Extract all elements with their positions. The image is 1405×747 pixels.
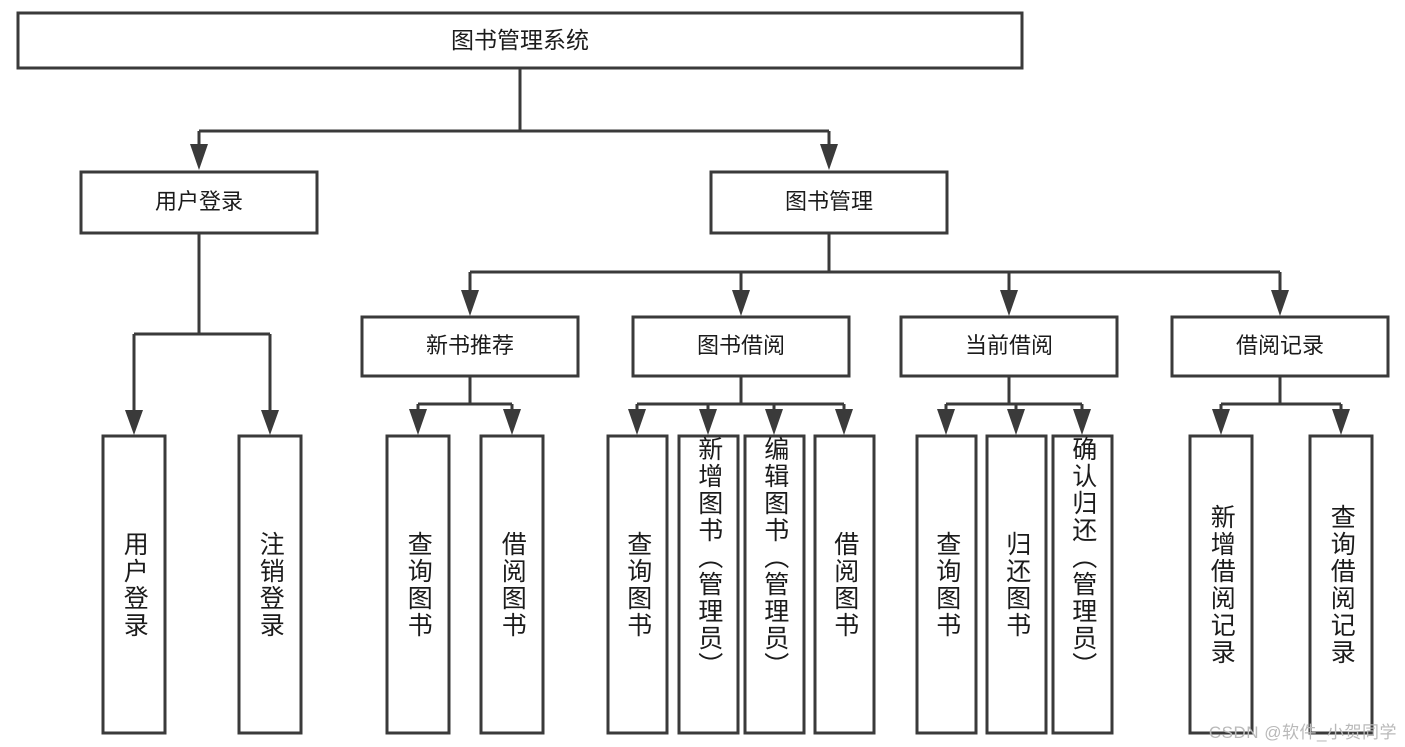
node-nbr-query-book[interactable] bbox=[385, 434, 451, 735]
node-nbr-borrow-book[interactable] bbox=[479, 434, 545, 735]
node-user-login-label: 用户登录 bbox=[155, 189, 243, 214]
node-current-borrow-label: 当前借阅 bbox=[965, 333, 1053, 358]
node-current-borrow[interactable] bbox=[899, 315, 1119, 378]
node-user-login[interactable] bbox=[79, 170, 319, 235]
node-borrow-record[interactable] bbox=[1170, 315, 1390, 378]
arrow-head-cb-return-book bbox=[1007, 409, 1025, 435]
connector-layer bbox=[125, 68, 1350, 435]
watermark-csdn: CSDN @软件_小贺同学 bbox=[1208, 723, 1397, 742]
arrow-head-bb-edit-book bbox=[765, 409, 783, 435]
node-user-login-leaf[interactable] bbox=[101, 434, 167, 735]
arrow-head-book-management bbox=[820, 144, 838, 170]
arrow-head-current-borrow bbox=[1000, 290, 1018, 316]
arrow-head-bb-query-book bbox=[628, 409, 646, 435]
node-bb-edit-book[interactable] bbox=[743, 434, 806, 735]
arrow-head-borrow-record bbox=[1271, 290, 1289, 316]
node-bb-query-book[interactable] bbox=[606, 434, 669, 735]
node-bb-add-book[interactable] bbox=[677, 434, 740, 735]
arrow-head-user-login bbox=[190, 144, 208, 170]
node-bb-borrow-book[interactable] bbox=[813, 434, 876, 735]
node-root[interactable] bbox=[16, 11, 1024, 70]
arrow-head-book-borrow bbox=[732, 290, 750, 316]
node-user-logout-leaf[interactable] bbox=[237, 434, 303, 735]
arrow-head-nbr-borrow-book bbox=[503, 409, 521, 435]
arrow-head-bb-borrow-book bbox=[835, 409, 853, 435]
arrow-head-nbr-query-book bbox=[409, 409, 427, 435]
arrow-head-new-book-recommend bbox=[461, 290, 479, 316]
arrow-head-user-login-leaf bbox=[125, 410, 143, 435]
node-cb-return-book[interactable] bbox=[985, 434, 1048, 735]
node-book-management[interactable] bbox=[709, 170, 949, 235]
arrow-head-user-logout-leaf bbox=[261, 410, 279, 435]
node-br-query-record[interactable] bbox=[1308, 434, 1374, 735]
node-cb-confirm-return[interactable] bbox=[1051, 434, 1114, 735]
node-cb-query-book[interactable] bbox=[915, 434, 978, 735]
node-layer: 图书管理系统 用户登录 图书管理 新书推荐 图书借阅 当前借阅 借阅记录 bbox=[16, 11, 1390, 735]
arrow-head-br-add-record bbox=[1212, 409, 1230, 435]
node-new-book-recommend[interactable] bbox=[360, 315, 580, 378]
node-book-borrow-label: 图书借阅 bbox=[697, 333, 785, 358]
arrow-head-cb-query-book bbox=[937, 409, 955, 435]
node-book-management-label: 图书管理 bbox=[785, 189, 873, 214]
arrow-head-cb-confirm-return bbox=[1073, 409, 1091, 435]
arrow-head-br-query-record bbox=[1332, 409, 1350, 435]
node-br-add-record[interactable] bbox=[1188, 434, 1254, 735]
arrow-head-bb-add-book bbox=[699, 409, 717, 435]
node-new-book-recommend-label: 新书推荐 bbox=[426, 333, 514, 358]
node-book-borrow[interactable] bbox=[631, 315, 851, 378]
node-root-label: 图书管理系统 bbox=[451, 27, 589, 53]
node-borrow-record-label: 借阅记录 bbox=[1236, 333, 1324, 358]
